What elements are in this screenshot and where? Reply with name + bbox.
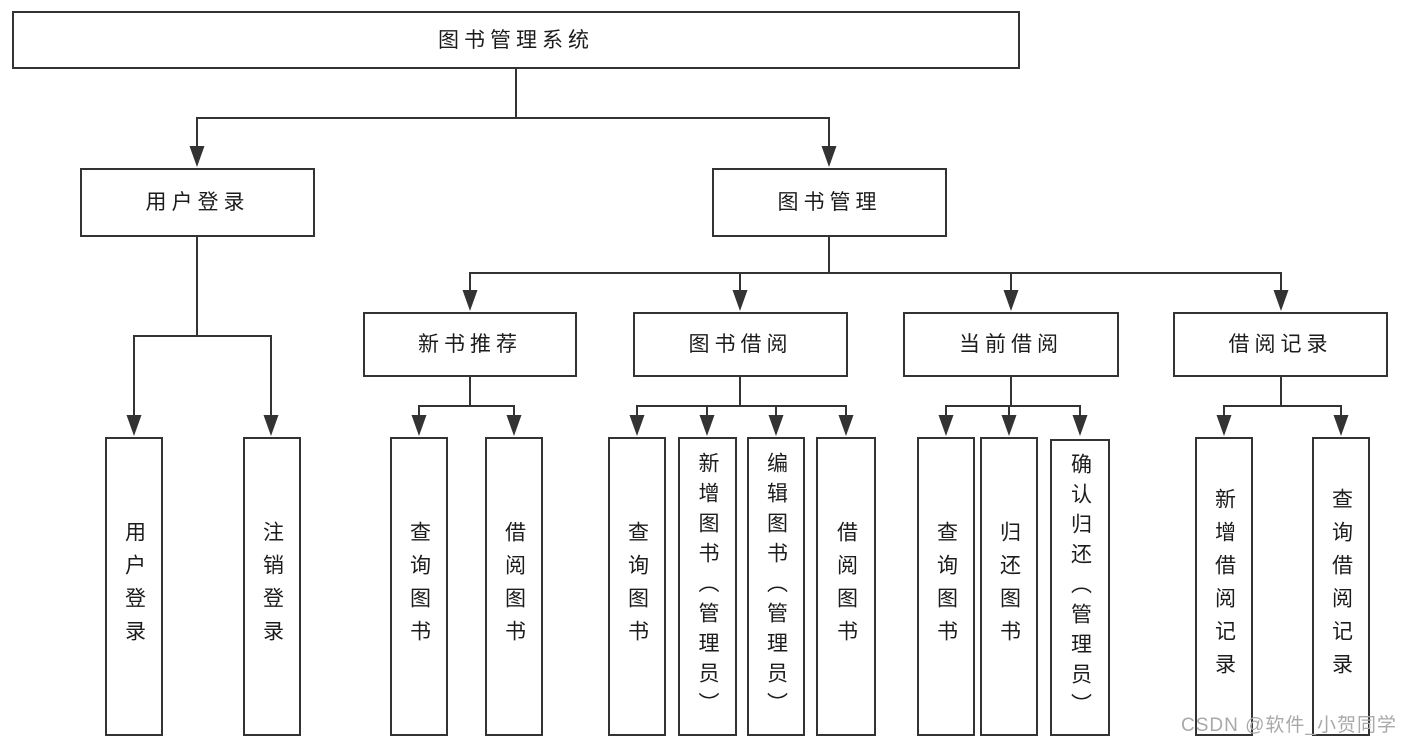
leaf-add-book-admin: 新增图书（管理员） xyxy=(678,437,737,736)
leaf-label: 注销登录 xyxy=(260,520,284,653)
node-label: 借阅记录 xyxy=(1228,333,1333,356)
leaf-return-book: 归还图书 xyxy=(980,437,1038,736)
node-book-borrow: 图书借阅 xyxy=(633,312,848,377)
leaf-label: 查询图书 xyxy=(407,520,431,653)
leaf-query-books-current: 查询图书 xyxy=(917,437,975,736)
leaf-label: 新增借阅记录 xyxy=(1212,487,1236,686)
node-label: 当前借阅 xyxy=(959,333,1063,356)
node-root-system: 图书管理系统 xyxy=(12,11,1020,69)
node-label: 图书借阅 xyxy=(688,333,793,356)
leaf-label: 借阅图书 xyxy=(834,520,858,653)
leaf-query-books-recommend: 查询图书 xyxy=(390,437,448,736)
leaf-label: 新增图书（管理员） xyxy=(696,451,719,722)
leaf-confirm-return-admin: 确认归还（管理员） xyxy=(1050,439,1110,736)
leaf-label: 查询图书 xyxy=(625,520,649,653)
node-book-management: 图书管理 xyxy=(712,168,947,237)
leaf-edit-book-admin: 编辑图书（管理员） xyxy=(747,437,805,736)
node-label: 用户登录 xyxy=(145,191,250,214)
csdn-watermark: CSDN @软件_小贺同学 xyxy=(1181,715,1397,736)
leaf-query-books-borrow: 查询图书 xyxy=(608,437,666,736)
node-new-book-recommend: 新书推荐 xyxy=(363,312,577,377)
node-label: 图书管理 xyxy=(777,191,882,214)
leaf-query-borrow-record: 查询借阅记录 xyxy=(1312,437,1370,736)
leaf-label: 用户登录 xyxy=(122,520,146,653)
node-borrow-records: 借阅记录 xyxy=(1173,312,1388,377)
leaf-label: 借阅图书 xyxy=(502,520,526,653)
leaf-label: 查询图书 xyxy=(934,520,958,653)
node-label: 新书推荐 xyxy=(418,333,522,356)
leaf-logout: 注销登录 xyxy=(243,437,301,736)
arrowheads xyxy=(126,146,1349,436)
node-label: 图书管理系统 xyxy=(438,28,594,52)
leaf-label: 查询借阅记录 xyxy=(1329,487,1353,686)
node-user-login: 用户登录 xyxy=(80,168,315,237)
leaf-label: 归还图书 xyxy=(997,520,1021,653)
leaf-borrow-book: 借阅图书 xyxy=(816,437,876,736)
node-current-borrow: 当前借阅 xyxy=(903,312,1119,377)
leaf-label: 编辑图书（管理员） xyxy=(764,451,788,722)
leaf-borrow-book-recommend: 借阅图书 xyxy=(485,437,543,736)
leaf-add-borrow-record: 新增借阅记录 xyxy=(1195,437,1253,736)
leaf-label: 确认归还（管理员） xyxy=(1068,452,1092,723)
leaf-user-login: 用户登录 xyxy=(105,437,163,736)
